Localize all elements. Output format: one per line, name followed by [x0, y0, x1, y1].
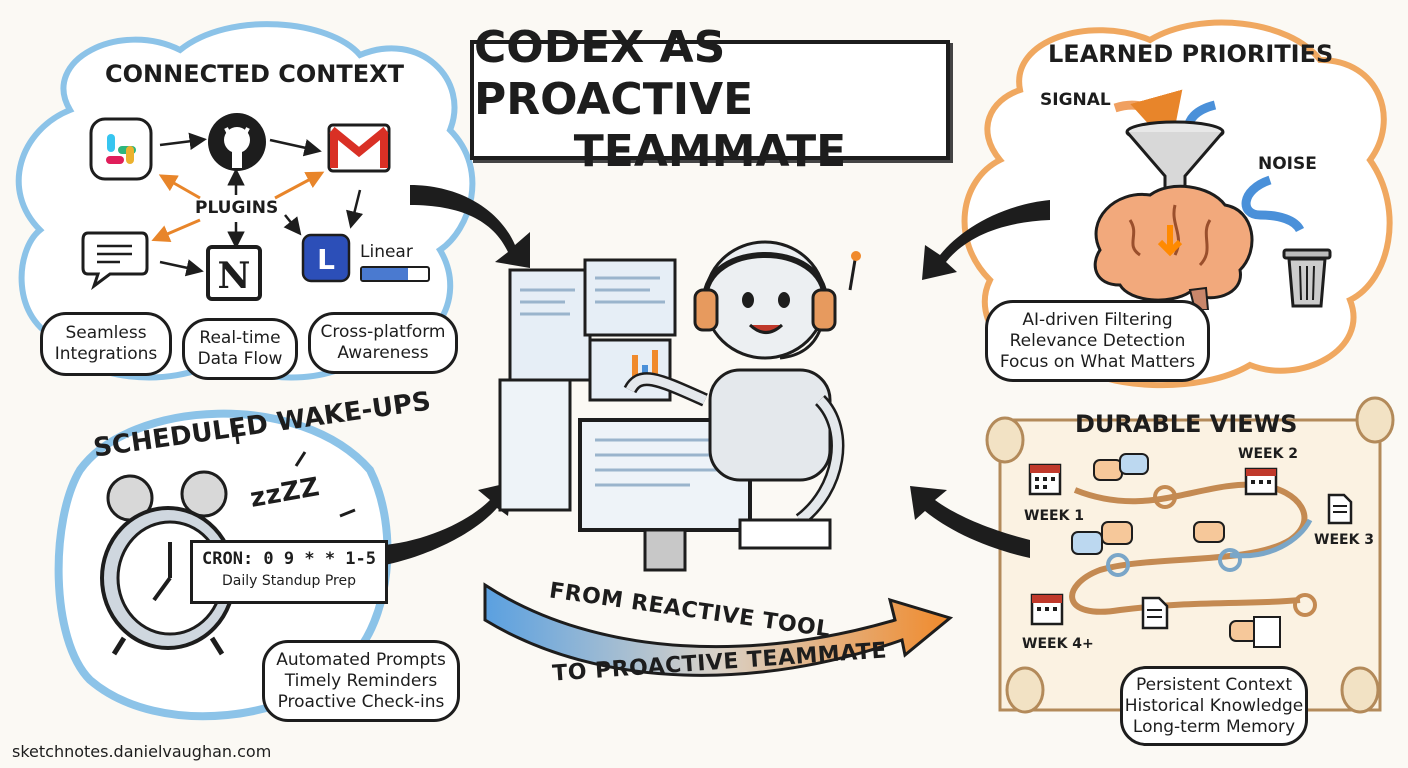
integration-arrows	[159, 132, 364, 277]
robot-workstation	[498, 240, 861, 572]
signal-label: SIGNAL	[1040, 90, 1111, 110]
main-title-line-2: TEAMMATE	[573, 126, 847, 177]
bubble-line: Timely Reminders	[284, 670, 438, 691]
bubble-ai-filtering: AI-driven Filtering Relevance Detection …	[985, 300, 1210, 382]
bubble-line: Persistent Context	[1135, 674, 1293, 695]
main-title-box: CODEX AS PROACTIVE TEAMMATE	[470, 22, 950, 177]
rope-knot	[1293, 593, 1317, 617]
brain-icon	[1093, 184, 1254, 310]
scroll-parchment	[985, 396, 1395, 714]
bubble-line: Real-time	[199, 328, 281, 348]
bubble-line: Proactive Check-ins	[277, 691, 445, 712]
svg-text:N: N	[218, 255, 251, 297]
main-title-line-1: CODEX AS PROACTIVE	[474, 22, 754, 125]
bubble-line: Long-term Memory	[1132, 716, 1296, 737]
clock-ticks	[234, 427, 356, 518]
rope-knot	[1106, 553, 1130, 577]
chat-bubbles-icon	[1229, 616, 1281, 648]
bubble-line: Integrations	[54, 344, 158, 364]
calendar-icon	[1244, 467, 1278, 496]
week-4-label: WEEK 4+	[1022, 636, 1094, 652]
bubble-line: Focus on What Matters	[999, 351, 1196, 372]
timeline-rope-blue	[1229, 518, 1313, 559]
learned-priorities-title: LEARNED PRIORITIES	[1048, 40, 1334, 68]
chat-bubbles-icon	[1193, 521, 1225, 543]
linear-icon: L	[301, 233, 351, 283]
bubble-automated-prompts: Automated Prompts Timely Reminders Proac…	[262, 640, 460, 722]
document-icon	[1327, 493, 1353, 525]
noise-arrow	[1241, 175, 1305, 233]
chat-bubbles-icon	[1071, 521, 1133, 555]
gmail-icon	[327, 123, 391, 173]
linear-progress-fill	[362, 268, 409, 280]
week-3-label: WEEK 3	[1314, 532, 1375, 548]
transition-banner	[483, 582, 954, 677]
bubble-line: Historical Knowledge	[1124, 695, 1304, 716]
rope-knot	[1153, 485, 1177, 509]
week-2-label: WEEK 2	[1238, 446, 1299, 462]
notion-icon: N	[206, 245, 262, 301]
cron-description: Daily Standup Prep	[222, 573, 356, 589]
bubble-persistent-context: Persistent Context Historical Knowledge …	[1120, 666, 1308, 746]
durable-views-title: DURABLE VIEWS	[1075, 410, 1298, 438]
robot-icon	[623, 240, 861, 550]
cron-box: CRON: 0 9 * * 1-5 Daily Standup Prep	[190, 540, 388, 604]
footer-credit: sketchnotes.danielvaughan.com	[12, 742, 272, 761]
document-icon	[1141, 596, 1169, 630]
bubble-line: Seamless	[65, 323, 147, 343]
cron-expression: CRON: 0 9 * * 1-5	[202, 549, 376, 569]
trash-icon	[1282, 248, 1332, 308]
bubble-line: Relevance Detection	[1009, 330, 1186, 351]
plugins-label: PLUGINS	[195, 198, 279, 218]
bubble-line: AI-driven Filtering	[1022, 309, 1173, 330]
rope-knot	[1218, 548, 1242, 572]
bubble-line: Data Flow	[197, 349, 283, 369]
github-icon	[208, 113, 266, 171]
chat-bubbles-icon	[1093, 453, 1149, 481]
linear-progress-bar	[360, 266, 430, 282]
slack-icon	[89, 117, 153, 181]
bubble-line: Awareness	[337, 343, 429, 363]
bubble-line: Cross-platform	[320, 322, 446, 342]
connected-context-title: CONNECTED CONTEXT	[105, 60, 404, 88]
bubble-line: Automated Prompts	[276, 649, 446, 670]
week-1-label: WEEK 1	[1024, 508, 1085, 524]
noise-label: NOISE	[1258, 154, 1317, 174]
plugin-arrows	[151, 171, 325, 243]
connected-context-cloud	[15, 21, 476, 381]
calendar-icon	[1030, 593, 1064, 626]
linear-label: Linear	[360, 242, 413, 262]
bubble-realtime-data-flow: Real-time Data Flow	[182, 318, 298, 380]
svg-text:L: L	[317, 243, 335, 276]
chat-icon	[81, 231, 149, 290]
calendar-icon	[1028, 463, 1062, 496]
bubble-seamless-integrations: Seamless Integrations	[40, 312, 172, 376]
flow-arrows	[385, 185, 1050, 565]
bubble-cross-platform-awareness: Cross-platform Awareness	[308, 312, 458, 374]
